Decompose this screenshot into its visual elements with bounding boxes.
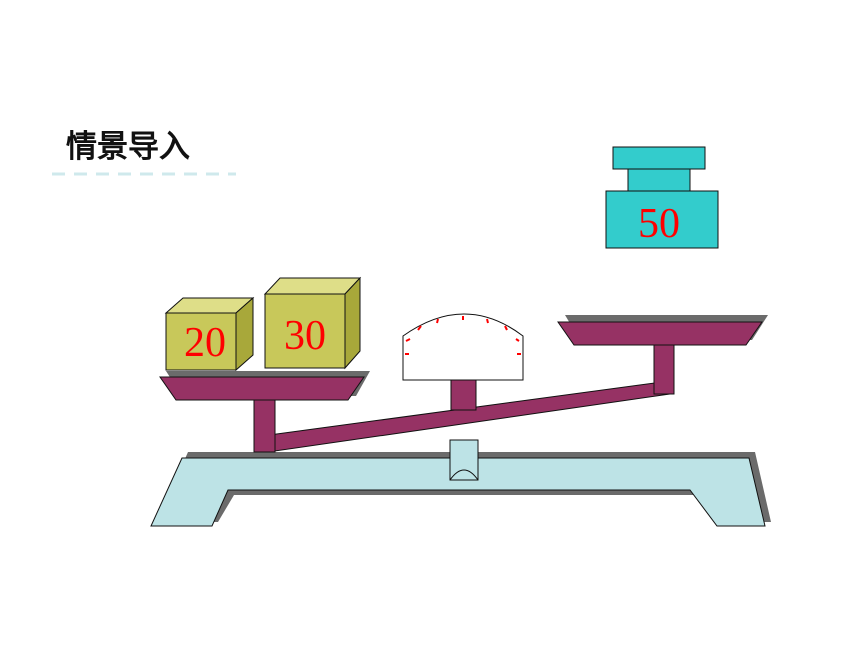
weight-50: 50 — [605, 146, 719, 249]
weight-50-label: 50 — [638, 201, 680, 247]
scale-base — [150, 452, 771, 527]
right-pan-support — [653, 343, 675, 395]
page-title: 情景导入 — [66, 129, 190, 165]
center-post — [449, 439, 479, 481]
left-pan-support — [253, 397, 276, 453]
left-pan — [159, 371, 370, 401]
dial — [402, 313, 524, 411]
dial-ticks — [405, 316, 521, 355]
block-30-label: 30 — [284, 313, 326, 359]
block-30: 30 — [263, 276, 362, 370]
right-pan — [557, 315, 768, 346]
block-20: 20 — [164, 296, 255, 372]
block-20-label: 20 — [184, 320, 226, 366]
